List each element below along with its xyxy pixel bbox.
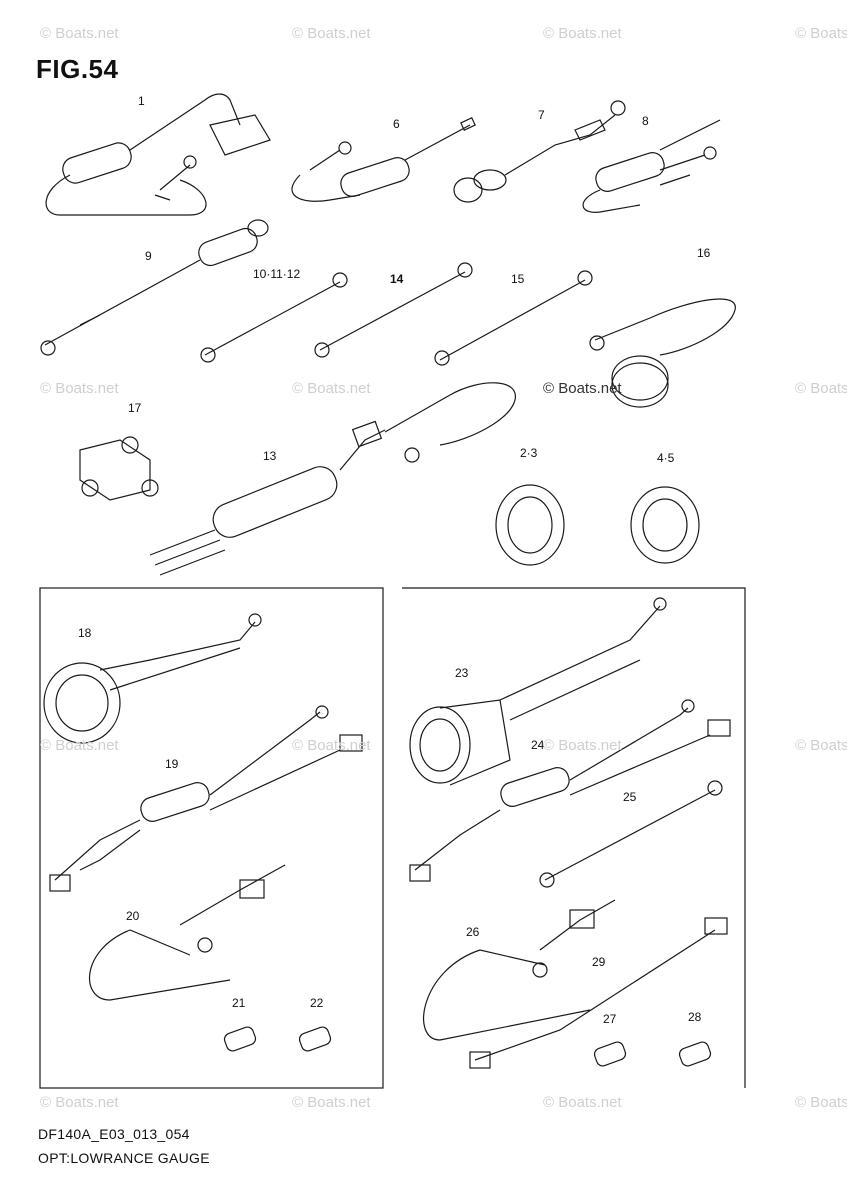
callout-14: 14 [390,272,404,286]
part-8-cable [582,119,721,213]
callout-1: 1 [138,94,145,108]
callout-25: 25 [623,790,637,804]
part-25-cable [539,780,723,888]
diagram-caption: OPT:LOWRANCE GAUGE [38,1150,210,1166]
watermark: © Boats.net [795,25,847,42]
watermark: © Boats.net [543,737,622,754]
watermark: © Boats.net [40,737,119,754]
watermark: © Boats.net [40,25,119,42]
watermark: © Boats.net [40,380,119,397]
part-20-cable [88,864,286,1001]
figure-title: FIG.54 [36,54,119,84]
callout-28: 28 [688,1010,702,1024]
watermark: © Boats.net [543,1094,622,1111]
part-16-gauge [589,298,736,408]
callout-26: 26 [466,925,480,939]
callout-27: 27 [603,1012,617,1026]
part-15-cable [434,270,593,366]
part-6-cable [291,117,476,202]
watermark: © Boats.net [292,25,371,42]
part-2-3-ring [495,484,565,566]
watermark: © Boats.net [795,1094,847,1111]
callout-24: 24 [531,738,545,752]
callout-18: 18 [78,626,92,640]
part-23-gauge [409,597,667,786]
part-13-harness [149,382,516,576]
watermark: © Boats.net [795,737,847,754]
watermark: © Boats.net [795,380,847,397]
part-21-plug [223,1026,257,1052]
left-panel-frame [39,587,384,1089]
callout-6: 6 [393,117,400,131]
part-26-cable [423,899,616,1041]
part-17-connector [79,436,159,501]
part-9-cable [40,219,269,356]
part-4-5-ring [630,486,700,564]
part-7-cable [453,100,626,203]
callout-20: 20 [126,909,140,923]
callout-29: 29 [592,955,606,969]
part-28-plug [678,1041,712,1067]
callout-19: 19 [165,757,179,771]
callout-17: 17 [128,401,142,415]
watermark: © Boats.net [292,380,371,397]
callout-7: 7 [538,108,545,122]
part-24-cable [409,699,731,882]
callout-22: 22 [310,996,324,1010]
callout-2-3: 2·3 [520,446,538,460]
callout-13: 13 [263,449,277,463]
watermark: © Boats.net [292,1094,371,1111]
part-10-12-cable [200,272,348,363]
part-1-cable [45,93,271,216]
watermark: © Boats.net [543,25,622,42]
part-27-plug [593,1041,627,1067]
callout-21: 21 [232,996,246,1010]
callout-23: 23 [455,666,469,680]
part-18-gauge [43,613,262,744]
callout-10-12: 10·11·12 [253,267,301,281]
watermark: © Boats.net [40,1094,119,1111]
watermark: © Boats.net [543,380,622,397]
callout-15: 15 [511,272,525,286]
watermark: © Boats.net [292,737,371,754]
callout-9: 9 [145,249,152,263]
right-panel-frame [402,587,746,1088]
callout-8: 8 [642,114,649,128]
part-19-cable [49,705,363,892]
callout-16: 16 [697,246,711,260]
part-29-cable [469,917,728,1069]
part-14-cable [314,262,473,358]
callout-4-5: 4·5 [657,451,675,465]
diagram-code: DF140A_E03_013_054 [38,1126,190,1142]
part-22-plug [298,1026,332,1052]
